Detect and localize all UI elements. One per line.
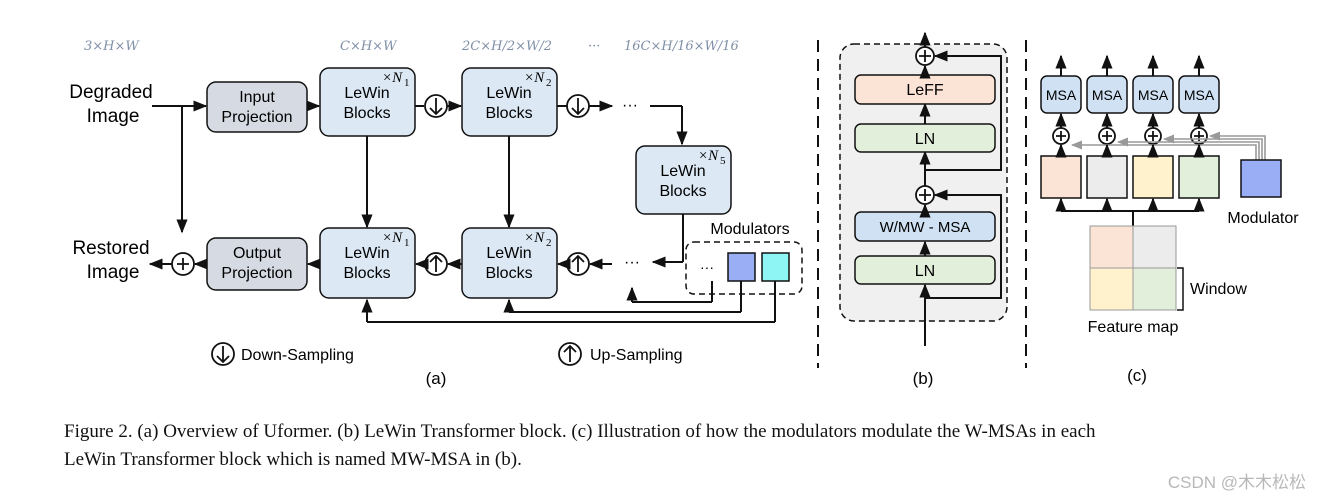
decoder-lewin-2-mult: ×N (524, 230, 545, 246)
modulators-ellipsis: ··· (700, 259, 714, 275)
decoder-lewin-1-mult: ×N (382, 230, 403, 246)
degraded-label-1: Degraded (69, 82, 152, 103)
dim-CHW: C×H×W (340, 39, 398, 54)
panel-c-label: (c) (1127, 366, 1147, 385)
lewin-transformer-block (839, 43, 1008, 322)
modulators-group (685, 241, 803, 295)
encoder-lewin-1-line2: Blocks (343, 105, 390, 122)
bottleneck-lewin-sub: 5 (720, 155, 726, 167)
decoder-lewin-1-line1: LeWin (344, 245, 389, 262)
encoder-lewin-1-mult: ×N (382, 70, 403, 86)
decoder-lewin-2-sub: 2 (546, 237, 552, 249)
msa-row: MSA MSA MSA MSA (1040, 75, 1220, 114)
decoder-lewin-1-sub: 1 (404, 237, 410, 249)
window-1 (1040, 155, 1082, 199)
encoder-lewin-2-line2: Blocks (485, 105, 532, 122)
modulator-1 (727, 252, 756, 282)
ln-label-bottom: LN (915, 263, 935, 280)
dim-3HW: 3×H×W (84, 39, 140, 54)
panel-a: 3×H×W C×H×W 2C×H/2×W/2 ··· 16C×H/16×W/16… (69, 39, 803, 388)
encoder-lewin-1-sub: 1 (404, 77, 410, 89)
ln-label-top: LN (915, 131, 935, 148)
dim-ellipsis: ··· (588, 39, 600, 54)
window-2 (1086, 155, 1128, 199)
input-projection-line1: Input (239, 89, 275, 106)
msa-label-1: MSA (1046, 87, 1077, 103)
decoder-ellipsis: ··· (624, 254, 640, 271)
feature-map (1089, 225, 1177, 311)
modulators-label: Modulators (710, 221, 789, 238)
input-projection-line2: Projection (221, 109, 292, 126)
modulator-label: Modulator (1227, 210, 1299, 227)
dim-16C: 16C×H/16×W/16 (624, 39, 739, 54)
bottleneck-lewin-line2: Blocks (659, 183, 706, 200)
modulator-box (1240, 159, 1282, 198)
caption-line-2: LeWin Transformer block which is named M… (64, 449, 522, 470)
msa-label-3: MSA (1138, 87, 1169, 103)
degraded-label-2: Image (87, 106, 140, 127)
figure-caption: Figure 2. (a) Overview of Uformer. (b) L… (64, 418, 1314, 474)
decoder-lewin-2-line1: LeWin (486, 245, 531, 262)
output-projection-line1: Output (233, 245, 282, 262)
output-projection-line2: Projection (221, 265, 292, 282)
restored-label-2: Image (87, 262, 140, 283)
watermark: CSDN @木木松松 (1167, 473, 1306, 492)
msa-label-2: MSA (1092, 87, 1123, 103)
encoder-lewin-2-sub: 2 (546, 77, 552, 89)
panel-b-label: (b) (913, 369, 934, 388)
decoder-lewin-2-line2: Blocks (485, 265, 532, 282)
modulator-2 (761, 252, 790, 282)
encoder-lewin-2-line1: LeWin (486, 85, 531, 102)
window-bracket (1177, 267, 1184, 311)
leff-label: LeFF (906, 82, 944, 99)
feature-map-label: Feature map (1088, 319, 1179, 336)
caption-line-1: Figure 2. (a) Overview of Uformer. (b) L… (64, 421, 1096, 442)
encoder-lewin-1-line1: LeWin (344, 85, 389, 102)
legend-up-label: Up-Sampling (590, 347, 682, 364)
decoder-lewin-1-line2: Blocks (343, 265, 390, 282)
bottleneck-lewin-line1: LeWin (660, 163, 705, 180)
msa-label-4: MSA (1184, 87, 1215, 103)
encoder-lewin-2-mult: ×N (524, 70, 545, 86)
dim-2C: 2C×H/2×W/2 (461, 39, 552, 54)
legend-down-label: Down-Sampling (241, 347, 354, 364)
restored-label-1: Restored (72, 238, 149, 259)
window-4 (1178, 155, 1220, 199)
window-label: Window (1190, 281, 1247, 298)
window-3 (1132, 155, 1174, 199)
panel-a-label: (a) (426, 369, 447, 388)
modulator-lines (1070, 131, 1266, 160)
encoder-ellipsis: ··· (622, 97, 638, 114)
msa-label: W/MW - MSA (880, 219, 971, 236)
panel-c: MSA MSA MSA MSA (1040, 54, 1299, 385)
bottleneck-lewin-mult: ×N (698, 148, 719, 164)
panel-b: LN W/MW - MSA LN LeFF (b) (839, 31, 1008, 388)
